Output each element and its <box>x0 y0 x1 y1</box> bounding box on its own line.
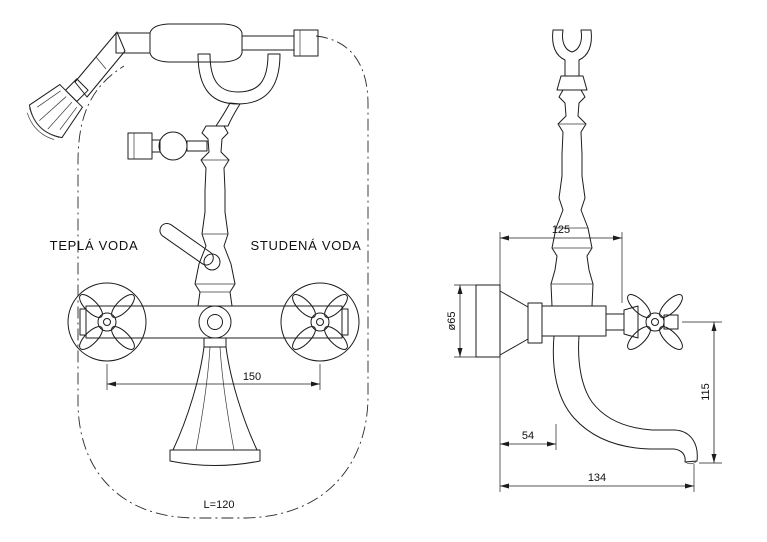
label-cold-water: STUDENÁ VODA <box>251 238 362 253</box>
spout-side <box>552 335 698 465</box>
shower-handle-neck <box>74 31 126 98</box>
dim-diameter-65: ø65 <box>446 284 478 358</box>
diverter-lever <box>159 222 221 271</box>
dim-hose-length-label: L=120 <box>204 499 235 511</box>
hose-centerline <box>77 35 369 519</box>
diverter-knob <box>127 131 208 161</box>
body-front <box>79 305 349 339</box>
wall-flange <box>475 284 543 358</box>
side-view: 125 ø65 54 134 <box>446 29 722 492</box>
dim-65-label: ø65 <box>446 312 458 331</box>
shower-head-icon <box>26 78 89 141</box>
column-side <box>550 89 594 307</box>
dim-134-label: 134 <box>588 472 606 484</box>
cross-handle-side <box>605 294 683 350</box>
cross-handle-left <box>67 282 147 362</box>
dim-54-label: 54 <box>522 430 534 442</box>
cradle-hook <box>197 53 281 127</box>
dim-54: 54 <box>500 424 557 450</box>
dim-115: 115 <box>682 321 722 464</box>
dim-125: 125 <box>499 224 623 492</box>
body-side <box>541 305 607 337</box>
dim-134: 134 <box>500 464 695 492</box>
cross-handle-right <box>280 282 360 362</box>
dim-125-label: 125 <box>552 224 570 236</box>
label-hot-water: TEPLÁ VODA <box>50 238 139 253</box>
dim-115-label: 115 <box>700 383 712 401</box>
spout-bell <box>169 337 261 466</box>
shower-handle <box>115 23 319 63</box>
cradle-side <box>552 29 592 91</box>
front-view: TEPLÁ VODA STUDENÁ VODA 150 L=120 <box>26 23 369 519</box>
dim-150: 150 <box>106 364 321 390</box>
dim-150-label: 150 <box>243 371 261 383</box>
column-front <box>194 125 236 307</box>
